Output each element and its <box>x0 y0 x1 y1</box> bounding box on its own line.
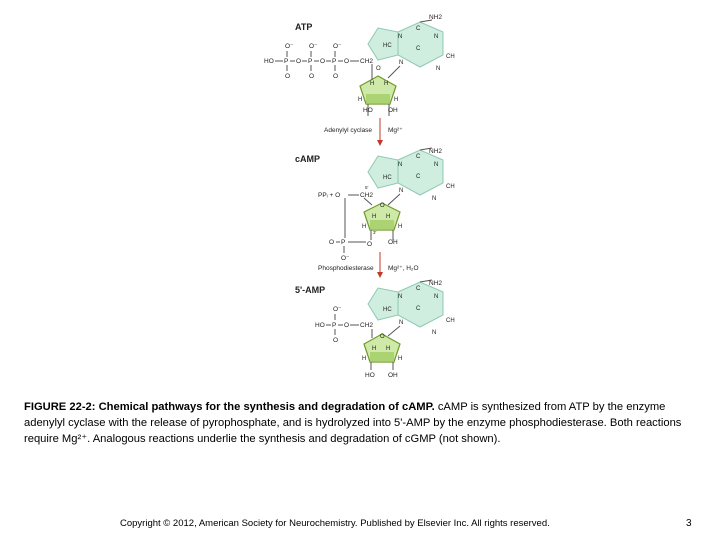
amp5-structure: 5'-AMP NH2 N C N CH N HC C N O H H H H H… <box>295 279 455 379</box>
atp-n9: N <box>399 60 403 66</box>
svg-text:H: H <box>362 356 366 362</box>
svg-text:H: H <box>398 224 402 230</box>
caption-lead: FIGURE 22-2: Chemical pathways for the s… <box>24 401 435 413</box>
svg-text:O: O <box>285 73 290 80</box>
camp-ppi: PPᵢ + O <box>318 192 340 199</box>
svg-text:O: O <box>380 203 385 209</box>
svg-text:C: C <box>416 286 421 292</box>
camp-nh2: NH2 <box>429 148 442 155</box>
svg-text:O: O <box>344 322 349 329</box>
svg-text:C: C <box>416 174 421 180</box>
atp-ch: CH <box>446 54 455 60</box>
svg-text:O: O <box>329 239 334 246</box>
atp-ho-term: HO <box>264 58 274 65</box>
atp-nh2: NH2 <box>429 14 442 21</box>
svg-text:CH: CH <box>446 318 455 324</box>
svg-text:N: N <box>399 188 403 194</box>
atp-n3: N <box>436 66 440 72</box>
camp-adenine-6ring <box>397 149 444 196</box>
amp5-adenine-6ring <box>397 281 444 328</box>
svg-text:P: P <box>284 58 288 65</box>
atp-o-minus-1: O⁻ <box>285 43 294 50</box>
step1-arrow: Adenylyl cyclase Mg²⁺ <box>324 118 403 146</box>
step1-enzyme: Adenylyl cyclase <box>324 127 372 134</box>
svg-text:O: O <box>309 73 314 80</box>
atp-label: ATP <box>295 22 312 32</box>
svg-text:O⁻: O⁻ <box>341 255 350 262</box>
svg-text:H: H <box>372 214 376 220</box>
svg-text:N: N <box>434 294 438 300</box>
step2-enzyme: Phosphodiesterase <box>318 265 374 272</box>
svg-text:HO: HO <box>315 322 325 329</box>
svg-text:HC: HC <box>383 175 392 181</box>
svg-text:P: P <box>341 239 345 246</box>
amp5-nh2: NH2 <box>429 280 442 287</box>
atp-n2: N <box>434 34 438 40</box>
svg-text:O: O <box>296 58 301 65</box>
svg-text:O: O <box>333 73 338 80</box>
svg-text:O: O <box>333 337 338 344</box>
atp-adenine-6ring <box>397 21 444 68</box>
camp-structure: cAMP NH2 N C N CH N HC C N O H H H H O O… <box>295 147 455 262</box>
svg-text:3': 3' <box>373 230 377 235</box>
svg-text:N: N <box>432 196 436 202</box>
camp-ch2: CH2 <box>360 192 373 199</box>
atp-sugar-h3: H <box>358 97 362 103</box>
atp-ho: HO <box>363 107 373 114</box>
atp-adenine-5ring <box>367 27 399 61</box>
svg-text:O: O <box>367 241 372 248</box>
atp-hc: HC <box>383 43 392 49</box>
svg-text:P: P <box>308 58 312 65</box>
svg-text:HC: HC <box>383 307 392 313</box>
svg-text:N: N <box>434 162 438 168</box>
camp-label: cAMP <box>295 154 320 164</box>
step2-cofactor: Mg²⁺, H₂O <box>388 265 419 272</box>
svg-text:C: C <box>416 306 421 312</box>
svg-text:5': 5' <box>365 185 369 190</box>
svg-text:H: H <box>372 346 376 352</box>
figure-caption: FIGURE 22-2: Chemical pathways for the s… <box>24 399 704 447</box>
atp-sugar-o: O <box>376 66 381 72</box>
svg-text:O⁻: O⁻ <box>333 306 342 313</box>
camp-adenine-5ring <box>367 155 399 189</box>
svg-text:H: H <box>386 346 390 352</box>
svg-text:CH: CH <box>446 184 455 190</box>
atp-oh: OH <box>388 107 398 114</box>
svg-text:O: O <box>380 334 385 340</box>
svg-text:O: O <box>344 58 349 65</box>
amp5-ch2: CH2 <box>360 322 373 329</box>
step1-cofactor: Mg²⁺ <box>388 127 403 134</box>
atp-o-minus-2: O⁻ <box>309 43 318 50</box>
atp-sugar-h4: H <box>394 97 398 103</box>
atp-structure: ATP NH2 N C N CH N HC C N O H H H H HO O… <box>264 14 455 116</box>
svg-text:P: P <box>332 322 336 329</box>
atp-c2: C <box>416 46 421 52</box>
atp-sugar-h1: H <box>370 81 374 87</box>
atp-sugar-h2: H <box>384 81 388 87</box>
step2-arrow: Phosphodiesterase Mg²⁺, H₂O <box>318 252 419 278</box>
amp5-label: 5'-AMP <box>295 285 325 295</box>
svg-text:P: P <box>332 58 336 65</box>
svg-text:C: C <box>416 154 421 160</box>
svg-text:O: O <box>320 58 325 65</box>
atp-n1: N <box>398 34 402 40</box>
svg-text:H: H <box>386 214 390 220</box>
svg-text:H: H <box>398 356 402 362</box>
camp-oh: OH <box>388 239 398 246</box>
reaction-diagram: ATP NH2 N C N CH N HC C N O H H H H HO O… <box>264 14 455 379</box>
amp5-adenine-5ring <box>367 287 399 321</box>
svg-text:H: H <box>362 224 366 230</box>
copyright-notice: Copyright © 2012, American Society for N… <box>120 518 550 529</box>
atp-c1: C <box>416 26 421 32</box>
amp5-ho: HO <box>365 372 375 379</box>
caption-body: cAMP is synthesized from ATP by the enzy… <box>24 401 682 445</box>
svg-text:N: N <box>399 320 403 326</box>
atp-o-minus-3: O⁻ <box>333 43 342 50</box>
svg-text:N: N <box>432 330 436 336</box>
svg-text:N: N <box>398 162 402 168</box>
page-number: 3 <box>686 518 692 529</box>
amp5-oh: OH <box>388 372 398 379</box>
atp-ch2: CH2 <box>360 58 373 65</box>
svg-text:N: N <box>398 294 402 300</box>
